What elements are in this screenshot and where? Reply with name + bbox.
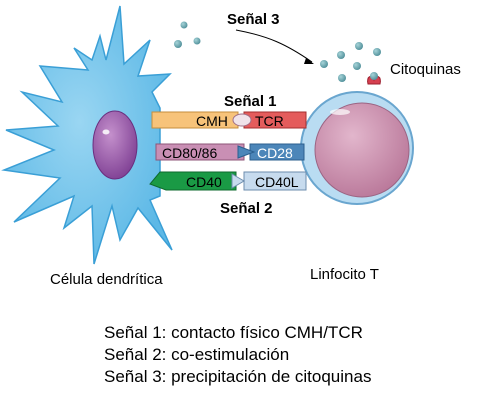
legend-item: Señal 2: co-estimulación: [104, 345, 290, 364]
cd40l-label: CD40L: [255, 174, 299, 190]
signal-legend: Señal 1: contacto físico CMH/TCR Señal 2…: [104, 322, 484, 388]
cd80-cd28-pair: [155, 143, 305, 161]
legend-item: Señal 1: contacto físico CMH/TCR: [104, 323, 363, 342]
legend-item: Señal 3: precipitación de citoquinas: [104, 367, 372, 386]
signal1-label: Señal 1: [224, 93, 277, 110]
peptide-icon: [232, 113, 252, 127]
cytokines-label: Citoquinas: [390, 61, 461, 78]
tcr-label: TCR: [255, 113, 284, 129]
signal2-label: Señal 2: [220, 200, 273, 217]
t-cell-label: Linfocito T: [310, 266, 379, 283]
cd80-bar: [155, 143, 245, 161]
cd40-bar: [149, 171, 237, 191]
cd40-cd40l-pair: [149, 171, 307, 191]
signal3-arrow: [235, 29, 313, 63]
cd40-label: CD40: [186, 174, 222, 190]
cmh-tcr-pair: [151, 111, 307, 129]
dendritic-cell-label: Célula dendrítica: [50, 271, 163, 288]
dendritic-cell: [1, 5, 173, 265]
cd28-bar: [249, 143, 305, 161]
t-cell: [300, 91, 414, 205]
cmh-bar: [151, 111, 239, 129]
signal3-label: Señal 3: [227, 11, 280, 28]
dendritic-nucleus: [92, 110, 138, 180]
cytokines-icon: [174, 21, 381, 82]
cd80-label: CD80/86: [162, 145, 217, 161]
cd40l-bar: [243, 171, 307, 191]
arrowhead-icon: [304, 58, 314, 64]
cmh-label: CMH: [196, 113, 228, 129]
cd28-label: CD28: [257, 145, 293, 161]
cytokine-receptor-icon: [367, 72, 381, 85]
